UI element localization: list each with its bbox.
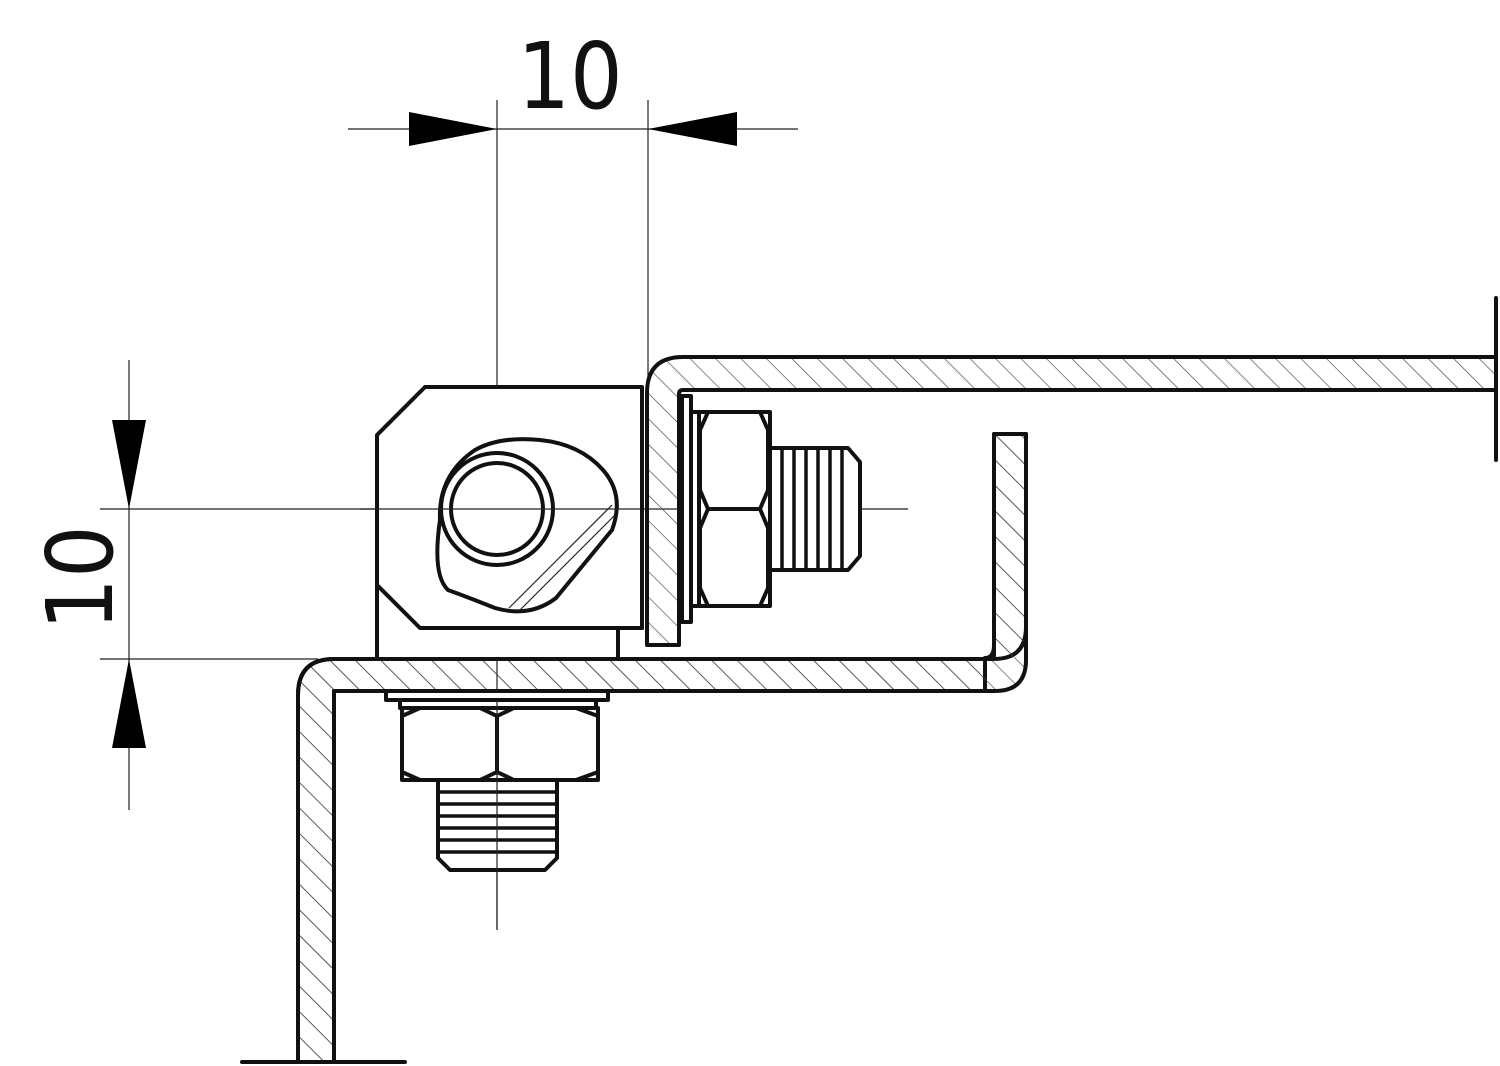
arrow-down-icon bbox=[112, 420, 146, 509]
arrow-up-icon bbox=[112, 659, 146, 748]
dimension-label-horizontal: 10 bbox=[517, 23, 622, 130]
bottom-hex-nut bbox=[400, 706, 600, 782]
right-thread-lines bbox=[780, 448, 844, 570]
horizontal-dimension: 10 bbox=[348, 23, 798, 930]
cam-hatch-line-2 bbox=[519, 514, 616, 611]
dimension-label-vertical: 10 bbox=[27, 525, 134, 630]
channel-profile bbox=[296, 432, 1028, 1064]
arrow-right-icon bbox=[409, 112, 497, 146]
vertical-dimension: 10 bbox=[27, 360, 908, 810]
right-nut-facets bbox=[698, 410, 770, 608]
corner-block-chamfer bbox=[375, 583, 644, 630]
arrow-left-icon bbox=[648, 112, 737, 146]
right-bolt-assembly bbox=[680, 394, 862, 624]
cam-hatch-line bbox=[508, 504, 613, 609]
